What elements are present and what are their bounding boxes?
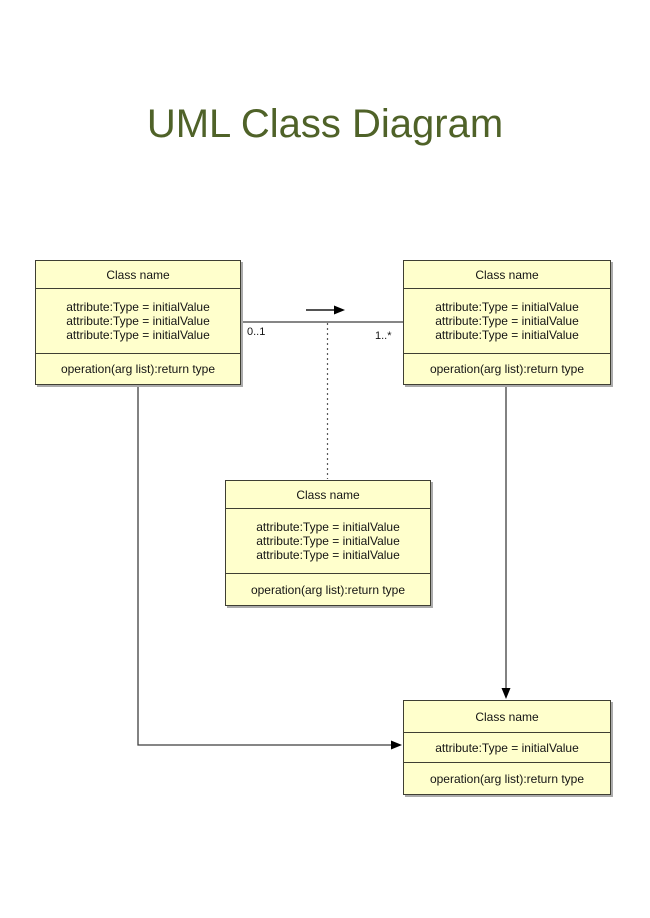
page-title: UML Class Diagram (146, 102, 504, 146)
class-box-bottom-right: Class name attribute:Type = initialValue… (403, 700, 611, 795)
operation-line: operation(arg list):return type (429, 362, 585, 376)
class-attributes-section: attribute:Type = initialValue attribute:… (36, 289, 240, 354)
attribute-line: attribute:Type = initialValue (435, 328, 579, 342)
attribute-line: attribute:Type = initialValue (435, 740, 579, 755)
class-operations-section: operation(arg list):return type (226, 574, 430, 605)
operation-line: operation(arg list):return type (60, 362, 216, 376)
class-attributes-section: attribute:Type = initialValue attribute:… (404, 289, 610, 354)
operation-line: operation(arg list):return type (429, 771, 585, 786)
multiplicity-label-target: 1..* (375, 330, 392, 342)
attribute-line: attribute:Type = initialValue (256, 520, 400, 534)
class-operations-section: operation(arg list):return type (36, 354, 240, 384)
class-box-top-right: Class name attribute:Type = initialValue… (403, 260, 611, 385)
attribute-line: attribute:Type = initialValue (66, 300, 210, 314)
attribute-line: attribute:Type = initialValue (435, 300, 579, 314)
class-name-header: Class name (404, 261, 610, 289)
class-box-middle: Class name attribute:Type = initialValue… (225, 480, 431, 606)
class-name-header: Class name (404, 701, 610, 733)
operation-line: operation(arg list):return type (250, 582, 406, 597)
right-to-bottom-connector (501, 385, 511, 699)
class-attributes-section: attribute:Type = initialValue attribute:… (226, 509, 430, 574)
class-name-header: Class name (36, 261, 240, 289)
attribute-line: attribute:Type = initialValue (256, 534, 400, 548)
attribute-line: attribute:Type = initialValue (435, 314, 579, 328)
multiplicity-label-source: 0..1 (247, 326, 266, 338)
association-direction-arrow (306, 305, 345, 315)
class-box-top-left: Class name attribute:Type = initialValue… (35, 260, 241, 385)
attribute-line: attribute:Type = initialValue (256, 548, 400, 562)
attribute-line: attribute:Type = initialValue (66, 328, 210, 342)
class-operations-section: operation(arg list):return type (404, 354, 610, 384)
class-operations-section: operation(arg list):return type (404, 763, 610, 794)
class-name-header: Class name (226, 481, 430, 509)
class-attributes-section: attribute:Type = initialValue (404, 733, 610, 763)
attribute-line: attribute:Type = initialValue (66, 314, 210, 328)
